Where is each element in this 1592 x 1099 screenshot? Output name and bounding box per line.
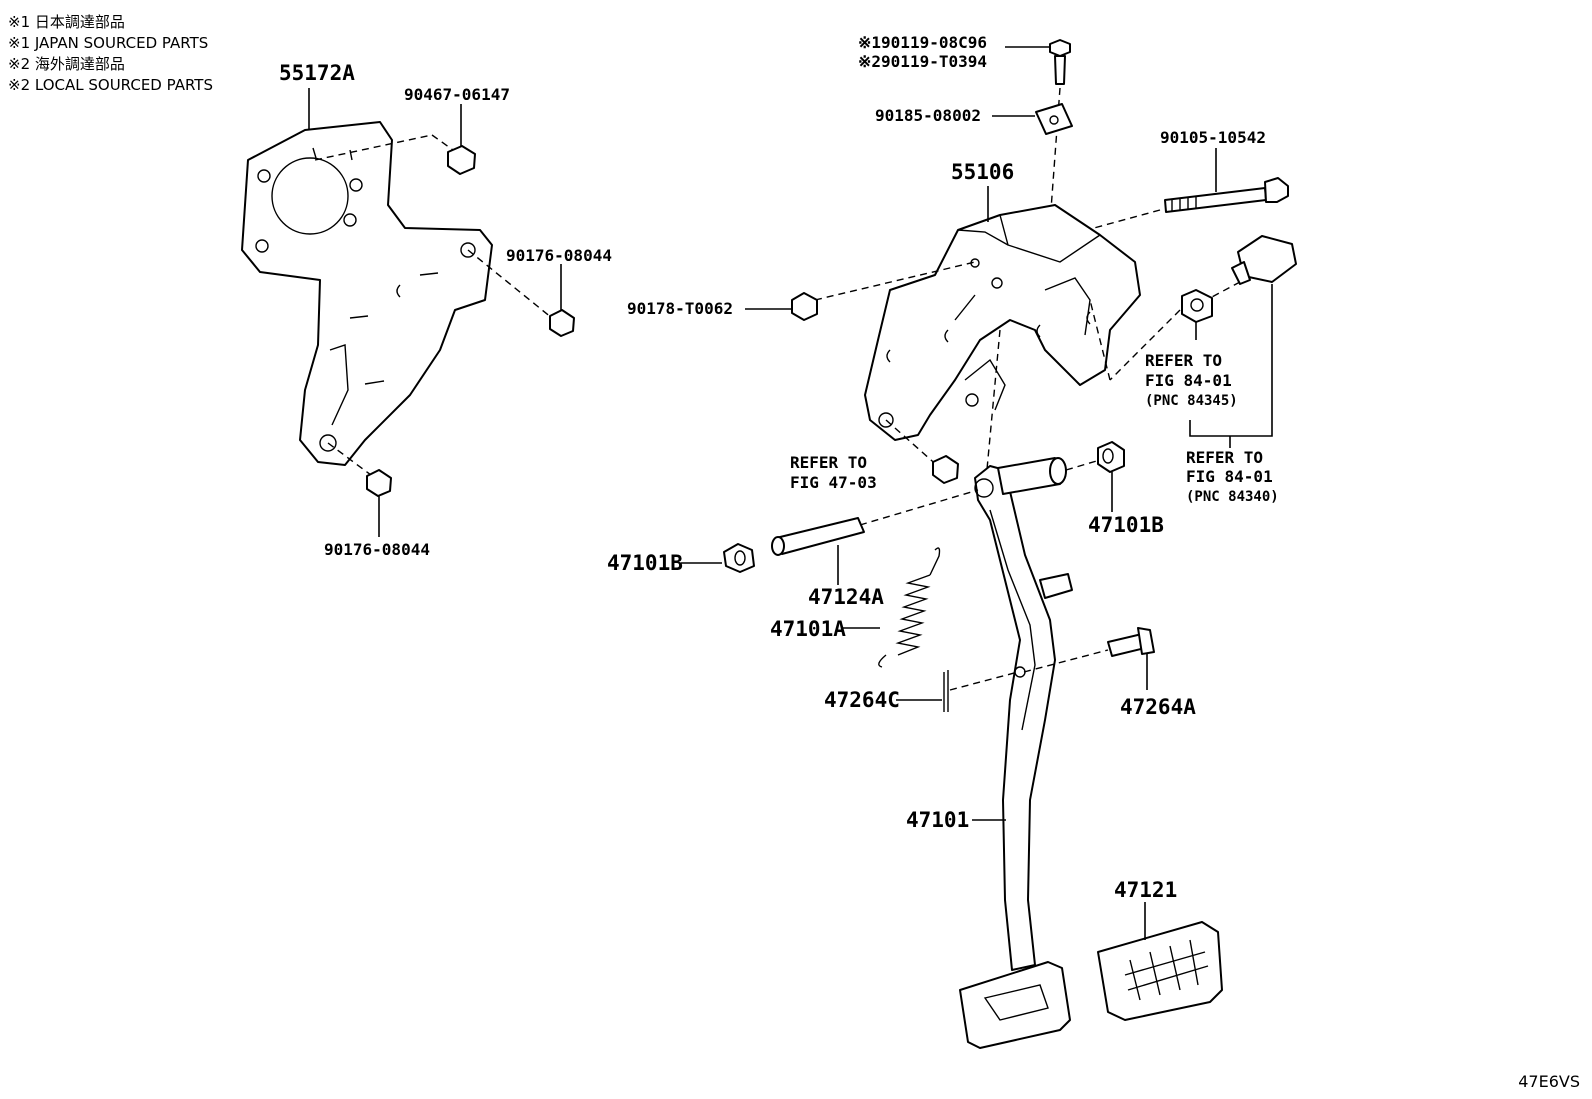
pedal-pivot-tube[interactable] [997,457,1067,495]
assembly-line [949,671,1019,691]
part-label-90119-1[interactable]: ※190119-08C96 [858,33,987,52]
assembly-line [314,134,433,161]
nut-90176-08044-upper[interactable] [549,309,575,337]
bush-47101B-right[interactable] [1097,441,1125,473]
part-label-55106[interactable]: 55106 [951,160,1014,184]
part-label-47101[interactable]: 47101 [906,808,969,832]
pedal-stop-boss[interactable] [1039,573,1073,599]
assembly-line [327,442,376,479]
part-label-47101B-left[interactable]: 47101B [607,551,683,575]
assembly-line [1109,309,1181,381]
assembly-line [1209,281,1241,299]
switch-nut[interactable] [1181,289,1213,323]
refer-pnc-label: (PNC 84340) [1186,489,1279,505]
refer-fig-label[interactable]: FIG 47-03 [790,473,877,492]
part-label-47124A[interactable]: 47124A [808,585,884,609]
refer-to-label[interactable]: REFER TO [1145,351,1222,370]
assembly-line [859,489,979,526]
bracket-55172A[interactable] [241,121,493,466]
refer-to-label[interactable]: REFER TO [790,453,867,472]
stop-lamp-switch[interactable] [1231,235,1297,285]
part-label-90176-08044-upper[interactable]: 90176-08044 [506,246,612,265]
legend-line: ※2 LOCAL SOURCED PARTS [8,76,213,94]
assembly-line [885,419,941,469]
clip-nut-90185-08002[interactable] [1035,103,1073,135]
legend-line: ※2 海外調達部品 [8,55,125,73]
legend-line: ※1 JAPAN SOURCED PARTS [8,34,209,52]
refer-fig-label[interactable]: FIG 84-01 [1186,467,1273,486]
part-label-90105-10542[interactable]: 90105-10542 [1160,128,1266,147]
legend-notes: ※1 日本調達部品 ※1 JAPAN SOURCED PARTS ※2 海外調達… [8,12,213,96]
clip-47264C[interactable] [943,670,949,712]
assembly-line [1065,459,1101,471]
brake-pedal-arm-47101[interactable] [959,465,1071,1049]
nut-90467-06147[interactable] [447,145,476,175]
part-label-90176-08044-lower[interactable]: 90176-08044 [324,540,430,559]
assembly-line [1023,649,1109,673]
pedal-pad-47121[interactable] [1097,921,1223,1021]
part-label-47121[interactable]: 47121 [1114,878,1177,902]
part-label-90178-T0062[interactable]: 90178-T0062 [627,299,733,318]
part-label-90467-06147[interactable]: 90467-06147 [404,85,510,104]
assembly-line [985,329,1001,481]
part-label-47101A[interactable]: 47101A [770,617,846,641]
part-label-47101B-right[interactable]: 47101B [1088,513,1164,537]
refer-pnc-label: (PNC 84345) [1145,393,1238,409]
collar-47124A[interactable] [771,517,865,556]
assembly-line [1089,299,1111,381]
nut-90178-T0062[interactable] [791,292,818,321]
bolt-90119[interactable] [1049,39,1071,85]
nut-fig-47-03[interactable] [932,455,959,484]
part-label-90185-08002[interactable]: 90185-08002 [875,106,981,125]
refer-fig-label[interactable]: FIG 84-01 [1145,371,1232,390]
pedal-support-55106[interactable] [864,204,1141,441]
figure-code: 47E6VS [1518,1072,1580,1091]
part-label-47264A[interactable]: 47264A [1120,695,1196,719]
part-label-47264C[interactable]: 47264C [824,688,900,712]
bolt-90105-10542[interactable] [1164,177,1289,213]
nut-90176-08044-lower[interactable] [366,469,392,497]
leader-line [1189,284,1273,437]
pin-47264A[interactable] [1107,627,1155,657]
assembly-line [814,261,976,301]
bush-47101B-left[interactable] [723,543,755,573]
return-spring-47101A[interactable] [878,547,941,668]
part-label-55172A[interactable]: 55172A [279,61,355,85]
assembly-line [467,249,553,319]
legend-line: ※1 日本調達部品 [8,13,125,31]
refer-to-label[interactable]: REFER TO [1186,448,1263,467]
part-label-90119-2[interactable]: ※290119-T0394 [858,52,987,71]
